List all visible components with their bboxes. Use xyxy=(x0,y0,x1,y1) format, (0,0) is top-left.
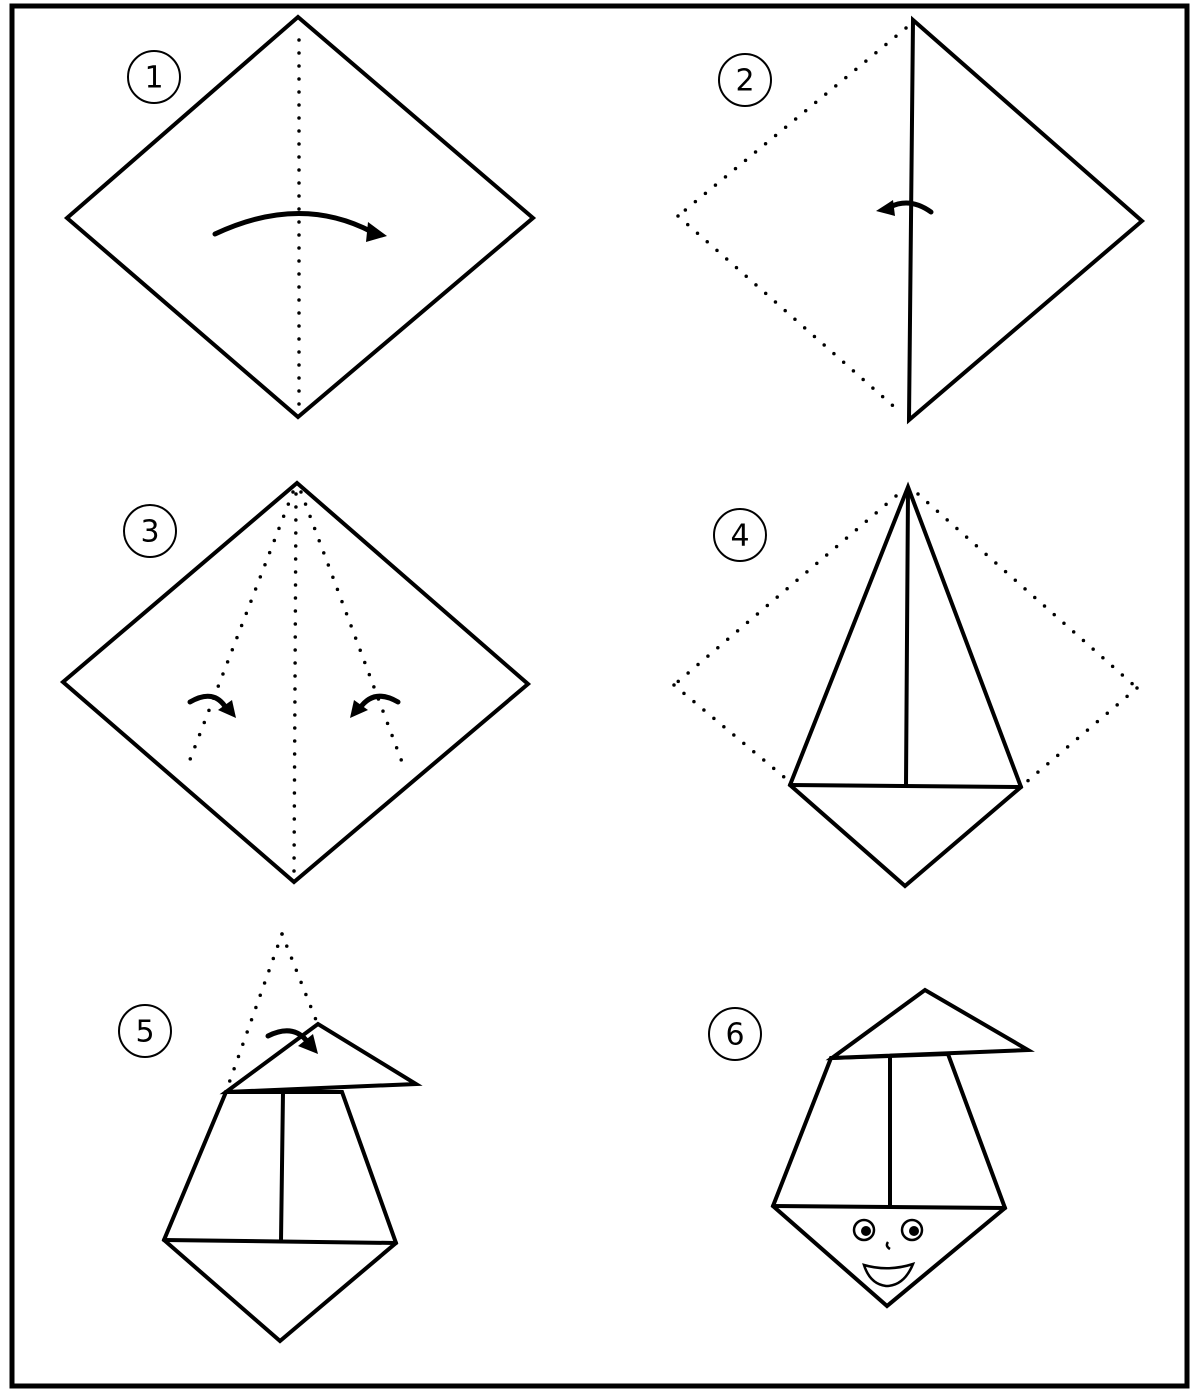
step-number: 3 xyxy=(140,515,159,550)
folded-tip xyxy=(226,1024,416,1092)
step-number: 2 xyxy=(735,64,754,99)
step-number: 5 xyxy=(135,1015,154,1050)
nose-icon xyxy=(887,1242,890,1249)
unfolded-edge xyxy=(918,494,1137,688)
step-3: 3 xyxy=(63,483,528,882)
step-5: 5 xyxy=(119,934,416,1341)
unfolded-edge xyxy=(674,496,896,685)
arrow-head-icon xyxy=(876,200,895,216)
unfolded-tip xyxy=(282,934,316,1020)
unfolded-edge xyxy=(678,216,900,412)
fold-arrow-icon xyxy=(190,696,226,708)
right-pupil xyxy=(909,1226,919,1236)
step-1: 1 xyxy=(67,17,533,417)
center-line xyxy=(906,490,908,785)
fold-arrow-icon xyxy=(215,213,372,234)
mouth-icon xyxy=(864,1264,913,1286)
unfolded-edge xyxy=(674,685,790,782)
arrow-head-icon xyxy=(366,222,387,242)
unfolded-edge xyxy=(678,28,906,216)
step-number: 1 xyxy=(144,61,163,96)
step-6: 6 xyxy=(709,990,1028,1306)
left-pupil xyxy=(861,1226,871,1236)
fold-arrow-icon xyxy=(360,696,398,708)
center-line xyxy=(281,1092,283,1241)
step-number: 6 xyxy=(725,1018,744,1053)
face-icon xyxy=(854,1220,922,1286)
center-fold-line xyxy=(294,494,296,874)
half-triangle xyxy=(909,20,1142,420)
step-4: 4 xyxy=(674,487,1137,886)
step-number: 4 xyxy=(730,519,749,554)
hat-tip xyxy=(832,990,1028,1058)
step-2: 2 xyxy=(678,20,1142,420)
unfolded-edge xyxy=(1024,688,1137,784)
